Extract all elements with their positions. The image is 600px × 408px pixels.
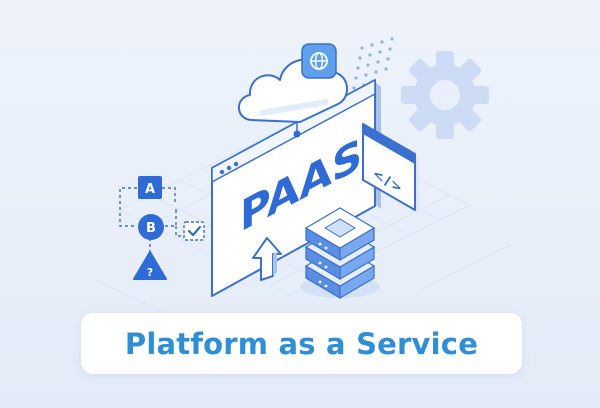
caption-title: Platform as a Service: [124, 326, 479, 361]
flow-node-b-label: B: [146, 221, 156, 236]
caption-card: Platform as a Service: [81, 313, 522, 374]
flow-node-a: A: [138, 176, 162, 199]
upload-arrow-icon: [252, 237, 282, 281]
globe-icon: [301, 43, 337, 79]
server-stack-icon: [300, 207, 380, 300]
code-icon: </>: [362, 123, 419, 213]
flow-node-question-label: ?: [147, 266, 153, 279]
flow-node-a-label: A: [145, 182, 155, 197]
checkmark-icon: [183, 221, 205, 241]
flow-node-question: ?: [133, 251, 167, 280]
flow-node-b: B: [138, 214, 164, 240]
flow-connectors: [119, 187, 185, 252]
paas-screen: PAAS: [211, 79, 381, 297]
gear-icon: [401, 51, 489, 139]
